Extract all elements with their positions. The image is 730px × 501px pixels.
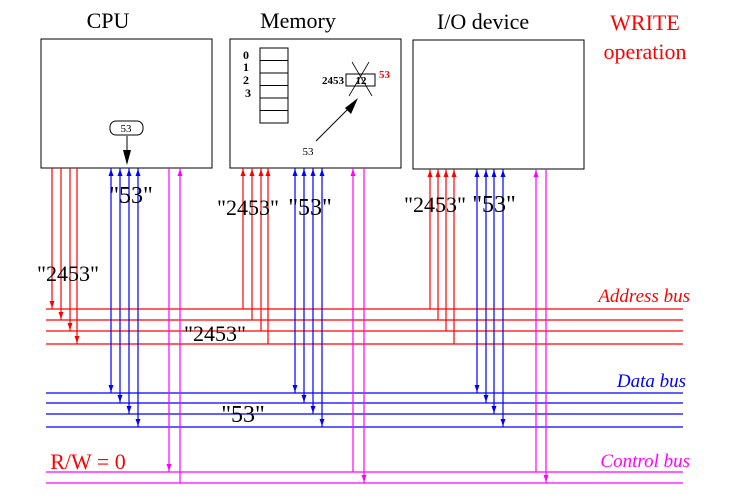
io-address-connector-2-up-arrow <box>443 170 449 177</box>
title-write: WRITE <box>610 10 680 35</box>
cross-out-line-2 <box>348 61 370 97</box>
io-address-connector-3-up-arrow <box>451 170 457 177</box>
cpu-address-signal: "2453" <box>37 261 99 286</box>
memory-data-connector-2-up-arrow <box>310 169 316 176</box>
cpu-arrow-head <box>123 150 131 165</box>
cpu-data-connector-1-up-arrow <box>117 169 123 176</box>
memory-write-arrow <box>315 103 354 142</box>
memory-new-value: 53 <box>379 69 391 81</box>
memory-control-connector-0-up-arrow <box>350 169 356 176</box>
io-data-connector-3-up-arrow <box>500 170 506 177</box>
memory-target-address: 2453 <box>322 75 345 87</box>
cpu-register <box>109 120 144 136</box>
cpu-address-connector-0-down-arrow <box>49 301 55 308</box>
io-data-connector-3-down-arrow <box>500 419 506 426</box>
cpu-address-connector-2-down-arrow <box>67 323 73 330</box>
cpu-box <box>40 38 213 169</box>
cpu-data-connector-0-down-arrow <box>108 385 114 392</box>
memory-cell <box>259 110 289 124</box>
memory-address-connector-2-up-arrow <box>258 169 264 176</box>
cpu-data-connector-0-up-arrow <box>108 169 114 176</box>
io-control-connector-0-up-arrow <box>533 170 539 177</box>
memory-cell <box>259 60 289 74</box>
io-block: I/O device <box>412 9 585 170</box>
cpu-address-connector-3-down-arrow <box>74 336 80 343</box>
io-data-connector-1-down-arrow <box>483 395 489 402</box>
memory-cell <box>259 72 289 86</box>
memory-data-connector-2-down-arrow <box>310 406 316 413</box>
io-box <box>412 39 585 170</box>
io-data-signal: "53" <box>472 192 516 218</box>
rw-signal: R/W = 0 <box>50 449 126 474</box>
io-address-signal: "2453" <box>404 192 466 217</box>
memory-data-connector-1-up-arrow <box>301 169 307 176</box>
memory-label: Memory <box>260 8 336 33</box>
io-data-connector-2-up-arrow <box>491 170 497 177</box>
memory-cell <box>259 97 289 111</box>
memory-address-connector-3-up-arrow <box>265 169 271 176</box>
address-bus-label: Address bus <box>596 286 690 307</box>
memory-block: Memory 0 1 2 3 2453 12 53 53 <box>229 8 402 169</box>
cpu-data-connector-3-down-arrow <box>135 419 141 426</box>
data-bus-label: Data bus <box>616 371 686 392</box>
memory-data-connector-3-down-arrow <box>319 419 325 426</box>
memory-address-connector-1-up-arrow <box>249 169 255 176</box>
memory-old-value: 12 <box>356 75 368 87</box>
io-data-connector-2-down-arrow <box>491 406 497 413</box>
cpu-label: CPU <box>87 8 130 33</box>
memory-target-cell <box>345 73 376 87</box>
cpu-data-connector-1-down-arrow <box>117 395 123 402</box>
cpu-register-value: 53 <box>121 123 133 135</box>
cpu-address-connector-1-down-arrow <box>58 312 64 319</box>
memory-data-connector-0-down-arrow <box>292 385 298 392</box>
memory-cells <box>259 47 289 124</box>
io-label: I/O device <box>437 9 529 34</box>
io-address-connector-1-up-arrow <box>435 170 441 177</box>
cpu-block: CPU 53 <box>40 8 213 169</box>
cpu-data-signal: "53" <box>109 183 153 209</box>
cpu-control-connector-1-up-arrow <box>177 169 183 176</box>
io-control-connector-1-down-arrow <box>543 475 549 482</box>
memory-data-connector-1-down-arrow <box>301 395 307 402</box>
io-data-connector-0-up-arrow <box>474 170 480 177</box>
memory-index-1: 1 <box>243 60 249 74</box>
memory-cell <box>259 85 289 99</box>
memory-box <box>229 38 402 169</box>
cpu-data-connector-2-down-arrow <box>126 406 132 413</box>
io-data-connector-0-down-arrow <box>474 385 480 392</box>
cross-out-line-1 <box>351 61 373 97</box>
memory-cell <box>259 47 289 61</box>
connectors <box>49 168 549 483</box>
address-bus-signal: "2453" <box>184 321 246 346</box>
memory-data-signal: "53" <box>288 195 332 221</box>
memory-control-connector-1-down-arrow <box>361 475 367 482</box>
cpu-control-connector-0-down-arrow <box>166 464 172 471</box>
memory-incoming-value: 53 <box>303 146 315 158</box>
cpu-data-connector-3-up-arrow <box>135 169 141 176</box>
memory-write-arrow-head <box>345 98 358 114</box>
io-data-connector-1-up-arrow <box>483 170 489 177</box>
data-bus-signal: "53" <box>221 402 265 428</box>
memory-index-3: 3 <box>245 86 251 100</box>
memory-data-connector-0-up-arrow <box>292 169 298 176</box>
memory-data-connector-3-up-arrow <box>319 169 325 176</box>
memory-index-2: 2 <box>243 73 249 87</box>
memory-address-connector-0-up-arrow <box>240 169 246 176</box>
memory-index-0: 0 <box>243 48 249 62</box>
control-bus-label: Control bus <box>600 451 690 472</box>
io-address-connector-0-up-arrow <box>427 170 433 177</box>
memory-address-signal: "2453" <box>217 195 279 220</box>
cpu-data-connector-2-up-arrow <box>126 169 132 176</box>
title-operation: operation <box>603 39 686 64</box>
